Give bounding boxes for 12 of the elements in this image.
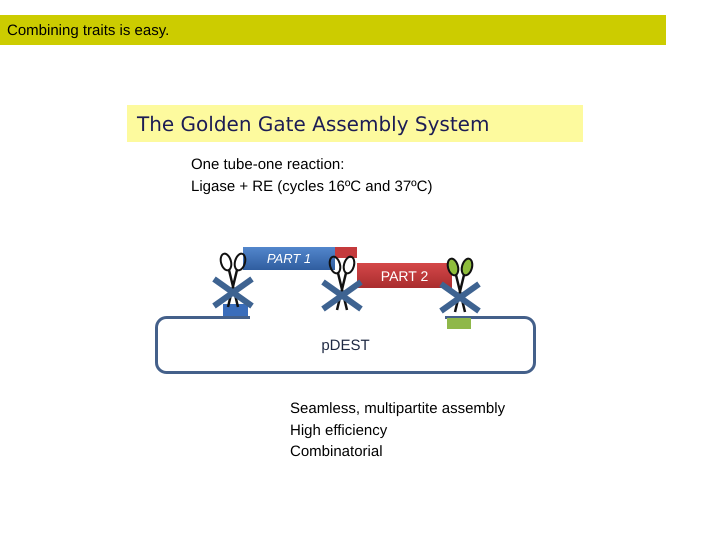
vector-label: pDEST [321, 338, 370, 352]
note-text: Seamless, multipartite assembly [290, 399, 506, 419]
part-bar [357, 263, 452, 288]
part-bar [243, 247, 335, 270]
note-text: Ligase + RE (cycles 16ºC and 37ºC) [191, 177, 432, 197]
note-text: High efficiency [290, 421, 388, 441]
part-label: PART 2 [380, 268, 428, 282]
title-text: The Golden Gate Assembly System [137, 114, 490, 134]
note-text: Combinatorial [290, 442, 383, 462]
note-text: One tube-one reaction: [191, 155, 344, 175]
part-label: PART 1 [266, 252, 312, 265]
header-text: Combining traits is easy. [7, 22, 170, 38]
